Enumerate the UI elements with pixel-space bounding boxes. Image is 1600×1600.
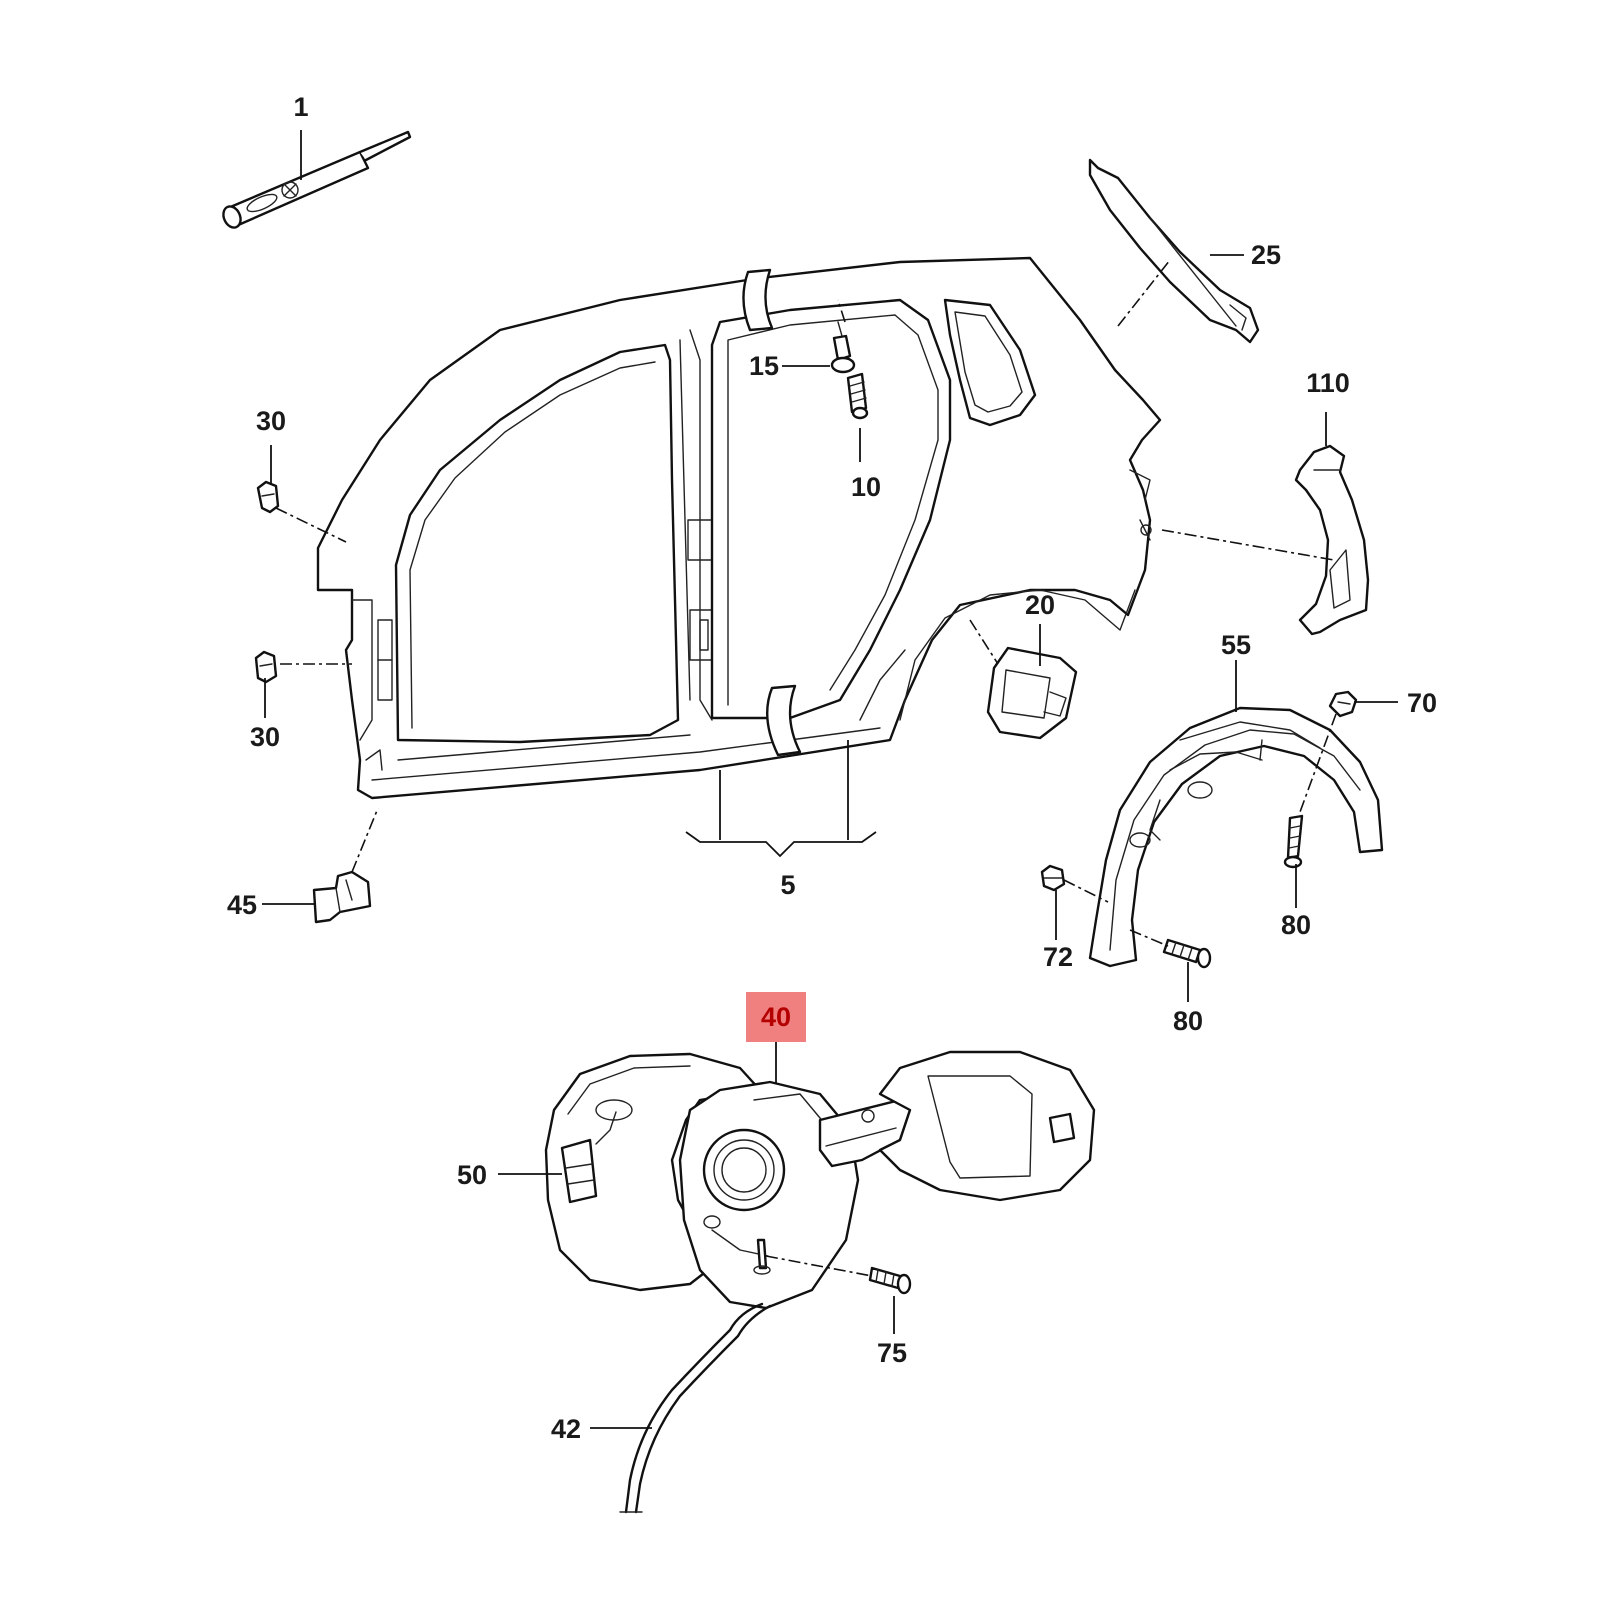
callout-10: 10 bbox=[851, 472, 881, 502]
part-40-fuel-door-assembly bbox=[678, 1050, 1096, 1310]
callout-110: 110 bbox=[1306, 368, 1350, 398]
callout-25: 25 bbox=[1251, 240, 1281, 270]
part-15-clip bbox=[830, 321, 856, 374]
panel-break-marks bbox=[742, 268, 802, 757]
part-72-clip bbox=[1040, 864, 1066, 892]
callout-45: 45 bbox=[227, 890, 257, 920]
part-25-strip bbox=[1088, 158, 1260, 344]
part-75-screw bbox=[868, 1266, 912, 1295]
callout-20: 20 bbox=[1025, 590, 1055, 620]
part-1-touch-up-pen bbox=[222, 130, 412, 229]
callout-1: 1 bbox=[293, 92, 308, 122]
callout-30-upper: 30 bbox=[256, 406, 286, 436]
part-50-filler-housing bbox=[544, 1052, 762, 1292]
callout-75: 75 bbox=[877, 1338, 907, 1368]
callout-50: 50 bbox=[457, 1160, 487, 1190]
callout-70: 70 bbox=[1407, 688, 1437, 718]
part-30-clip-lower bbox=[254, 650, 278, 684]
callout-55: 55 bbox=[1221, 630, 1251, 660]
part-5-side-panel bbox=[316, 256, 1162, 800]
callout-72: 72 bbox=[1043, 942, 1073, 972]
part-55-wheel-liner bbox=[1088, 706, 1384, 968]
callout-15: 15 bbox=[749, 351, 779, 381]
callout-30-lower: 30 bbox=[250, 722, 280, 752]
callout-labels: 1 25 15 110 30 10 20 55 70 30 5 45 80 72… bbox=[227, 92, 1437, 1444]
part-42-release-cable bbox=[619, 1302, 772, 1514]
part-110-reinforcement bbox=[1294, 444, 1370, 636]
callout-5: 5 bbox=[780, 870, 795, 900]
part-45-bracket bbox=[312, 870, 372, 924]
part-70-clip bbox=[1328, 690, 1358, 718]
part-20-bracket bbox=[986, 646, 1078, 740]
callout-80-upper: 80 bbox=[1281, 910, 1311, 940]
callout-40: 40 bbox=[761, 1002, 791, 1032]
part-80-screw-lower bbox=[1162, 938, 1212, 969]
part-80-screw-upper bbox=[1283, 814, 1304, 869]
callout-42: 42 bbox=[551, 1414, 581, 1444]
callout-80-lower: 80 bbox=[1173, 1006, 1203, 1036]
leader-lines bbox=[262, 130, 1398, 1429]
part-5-bracket bbox=[685, 740, 877, 858]
part-30-clip-upper bbox=[256, 480, 280, 514]
part-10-screw bbox=[846, 372, 869, 420]
highlight-box-40 bbox=[746, 992, 806, 1042]
